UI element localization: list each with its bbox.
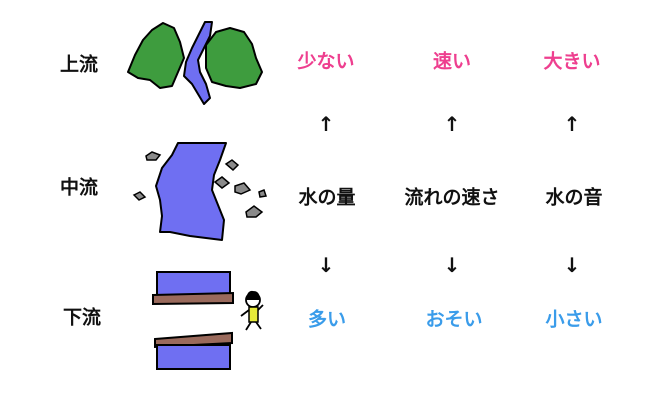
water-amount-label: 水の量 — [298, 186, 356, 209]
rock-icon — [234, 182, 252, 195]
water-sound-top: 大きい — [543, 50, 601, 73]
lower-water-icon — [156, 344, 231, 370]
upper-bank-icon — [152, 291, 234, 306]
rocky-river-illustration — [132, 142, 267, 241]
down-arrow: ↓ — [563, 253, 581, 277]
upper-water-icon — [156, 271, 231, 296]
stage-label-midstream: 中流 — [59, 176, 99, 199]
rock-icon — [245, 205, 264, 218]
lower-bank-icon — [154, 331, 233, 349]
midstream-river-icon — [155, 142, 227, 241]
right-mountain-icon — [205, 27, 263, 89]
down-arrow: ↓ — [443, 253, 461, 277]
rock-icon — [258, 189, 267, 198]
flow-speed-top: 速い — [432, 50, 472, 73]
flow-speed-bottom: おそい — [425, 308, 483, 331]
water-sound-bottom: 小さい — [545, 308, 603, 331]
narrow-stream-icon — [183, 21, 213, 105]
up-arrow: ↑ — [317, 112, 335, 136]
person-icon — [240, 290, 264, 331]
down-arrow: ↓ — [317, 253, 335, 277]
flow-speed-label: 流れの速さ — [404, 186, 500, 209]
water-amount-top: 少ない — [297, 50, 355, 73]
left-mountain-icon — [127, 22, 185, 89]
rock-icon — [213, 176, 231, 189]
water-sound-label: 水の音 — [545, 186, 603, 209]
mountain-stream-illustration — [127, 21, 263, 105]
stage-label-upstream: 上流 — [59, 53, 99, 76]
up-arrow: ↑ — [443, 112, 461, 136]
wide-river-illustration — [152, 271, 234, 370]
stage-label-downstream: 下流 — [62, 306, 102, 329]
rock-icon — [145, 151, 162, 161]
up-arrow: ↑ — [563, 112, 581, 136]
water-amount-bottom: 多い — [307, 308, 347, 331]
rock-icon — [224, 159, 240, 172]
rock-icon — [132, 191, 147, 201]
